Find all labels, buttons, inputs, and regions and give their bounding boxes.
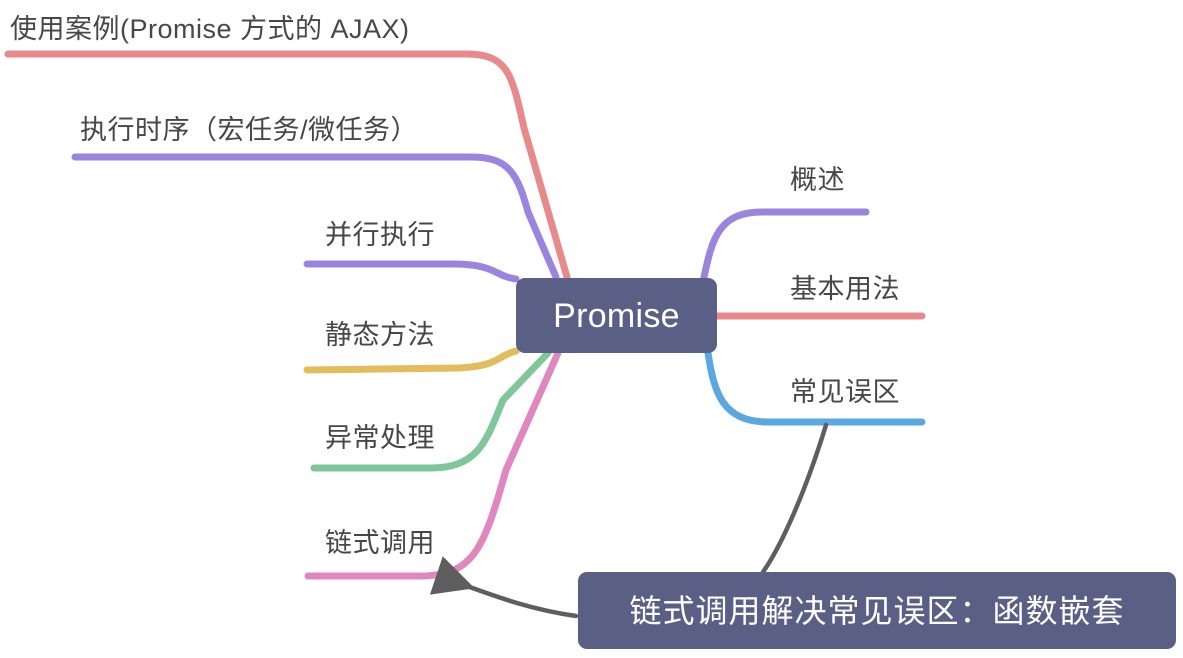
branch-label-static-methods[interactable]: 静态方法 [325,320,435,350]
connector-common-pitfalls-to-callout [760,422,829,575]
wire-chained-calls [304,349,562,580]
branch-label-basic-usage[interactable]: 基本用法 [790,274,900,304]
wire-static-methods [303,347,520,374]
connector-callout-to-chained-calls [429,556,579,619]
branch-label-execution-order[interactable]: 执行时序（宏任务/微任务） [80,115,419,145]
branch-label-error-handling[interactable]: 异常处理 [325,423,435,453]
callout-box-label: 链式调用解决常见误区：函数嵌套 [629,592,1125,629]
branch-label-use-case[interactable]: 使用案例(Promise 方式的 AJAX) [10,14,410,44]
branch-label-parallel-execution[interactable]: 并行执行 [325,220,435,250]
branch-label-common-pitfalls[interactable]: 常见误区 [790,377,900,407]
center-node[interactable]: Promise [516,278,717,353]
wire-error-handling [310,349,552,472]
wire-use-case [4,50,571,281]
wire-parallel-execution [303,260,520,283]
wire-overview [700,208,870,281]
center-node-label: Promise [553,296,680,335]
wire-common-pitfalls [704,349,926,426]
callout-box[interactable]: 链式调用解决常见误区：函数嵌套 [578,572,1176,649]
branch-label-chained-calls[interactable]: 链式调用 [325,528,435,558]
branch-label-overview[interactable]: 概述 [790,165,845,195]
wire-execution-order [71,153,560,281]
